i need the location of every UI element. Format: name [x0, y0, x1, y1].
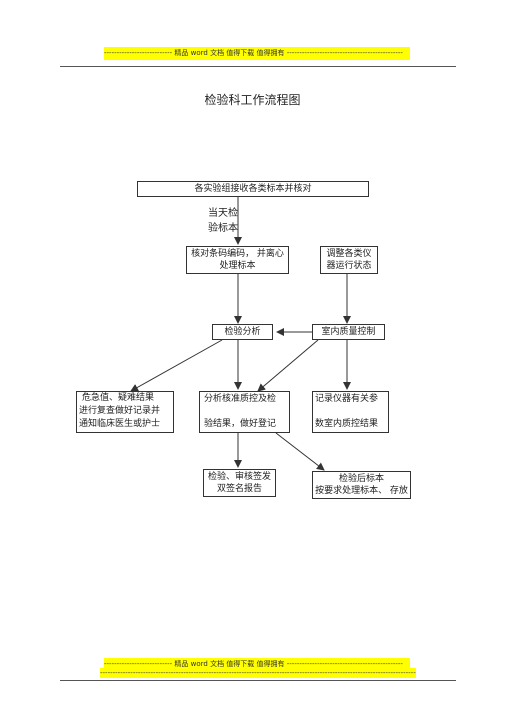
- node-quality-control: 室内质量控制: [312, 324, 385, 340]
- node-receive-specimens: 各实验组接收各类标本并核对: [137, 181, 369, 197]
- same-day-line-1: 当天检: [208, 208, 238, 219]
- node-review-report: 检验、审核签发 双签名报告: [203, 469, 276, 497]
- review-line-1: 检验、审核签发: [207, 472, 271, 482]
- record-line-1: 记录仪器有关参: [315, 394, 379, 404]
- label-same-day-specimens: 当天检 验标本: [208, 206, 238, 236]
- record-line-2: 数室内质控结果: [315, 419, 379, 429]
- footer-rule: [60, 680, 456, 681]
- qc-label: 室内质量控制: [321, 327, 376, 337]
- analyze-line-2: 验结果，做好登记: [204, 419, 277, 429]
- verify-line-2: 处理标本: [219, 261, 256, 271]
- header-banner-text: --------------------------- 精品 word 文档 值…: [104, 49, 403, 57]
- page-title: 检验科工作流程图: [204, 93, 301, 107]
- footer-banner-lower: ----------------------------------------…: [100, 668, 416, 678]
- adjust-line-2: 器运行状态: [326, 261, 372, 271]
- analyze-line-1: 分析核准质控及检: [204, 394, 277, 404]
- arrow-analysis-to-critical: [130, 339, 223, 392]
- node-analyze-results: 分析核准质控及检 验结果，做好登记: [199, 391, 290, 433]
- footer-banner-text: --------------------------- 精品 word 文档 值…: [104, 660, 403, 668]
- arrow-analyze-to-after: [275, 432, 325, 471]
- same-day-line-2: 验标本: [208, 223, 238, 234]
- critical-line-3: 通知临床医生或护士: [79, 419, 161, 429]
- footer-banner-lower-text: ----------------------------------------…: [100, 669, 416, 677]
- node-receive-label: 各实验组接收各类标本并核对: [194, 184, 312, 194]
- after-line-1: 检验后标本: [338, 474, 384, 484]
- node-analysis: 检验分析: [212, 324, 273, 340]
- arrow-qc-to-analyze: [257, 339, 319, 392]
- adjust-line-1: 调整各类仪: [326, 249, 372, 259]
- node-post-test-specimens: 检验后标本 按要求处理标本、 存放: [312, 471, 411, 499]
- review-line-2: 双签名报告: [216, 484, 262, 494]
- footer-banner: --------------------------- 精品 word 文档 值…: [104, 658, 410, 671]
- node-verify-barcode: 核对条码编码， 并离心 处理标本: [186, 246, 289, 274]
- header-rule: [60, 66, 456, 67]
- after-line-2: 按要求处理标本、 存放: [315, 486, 408, 496]
- verify-line-1: 核对条码编码， 并离心: [191, 249, 284, 259]
- node-critical-values: 危急值、疑难结果 进行复查做好记录并 通知临床医生或护士: [76, 391, 174, 433]
- analysis-label: 检验分析: [224, 327, 261, 337]
- node-adjust-instruments: 调整各类仪 器运行状态: [320, 246, 378, 274]
- critical-line-2: 进行复查做好记录并: [79, 406, 161, 416]
- critical-line-1: 危急值、疑难结果: [82, 393, 155, 403]
- node-record-parameters: 记录仪器有关参 数室内质控结果: [312, 391, 389, 433]
- header-banner: --------------------------- 精品 word 文档 值…: [104, 47, 410, 60]
